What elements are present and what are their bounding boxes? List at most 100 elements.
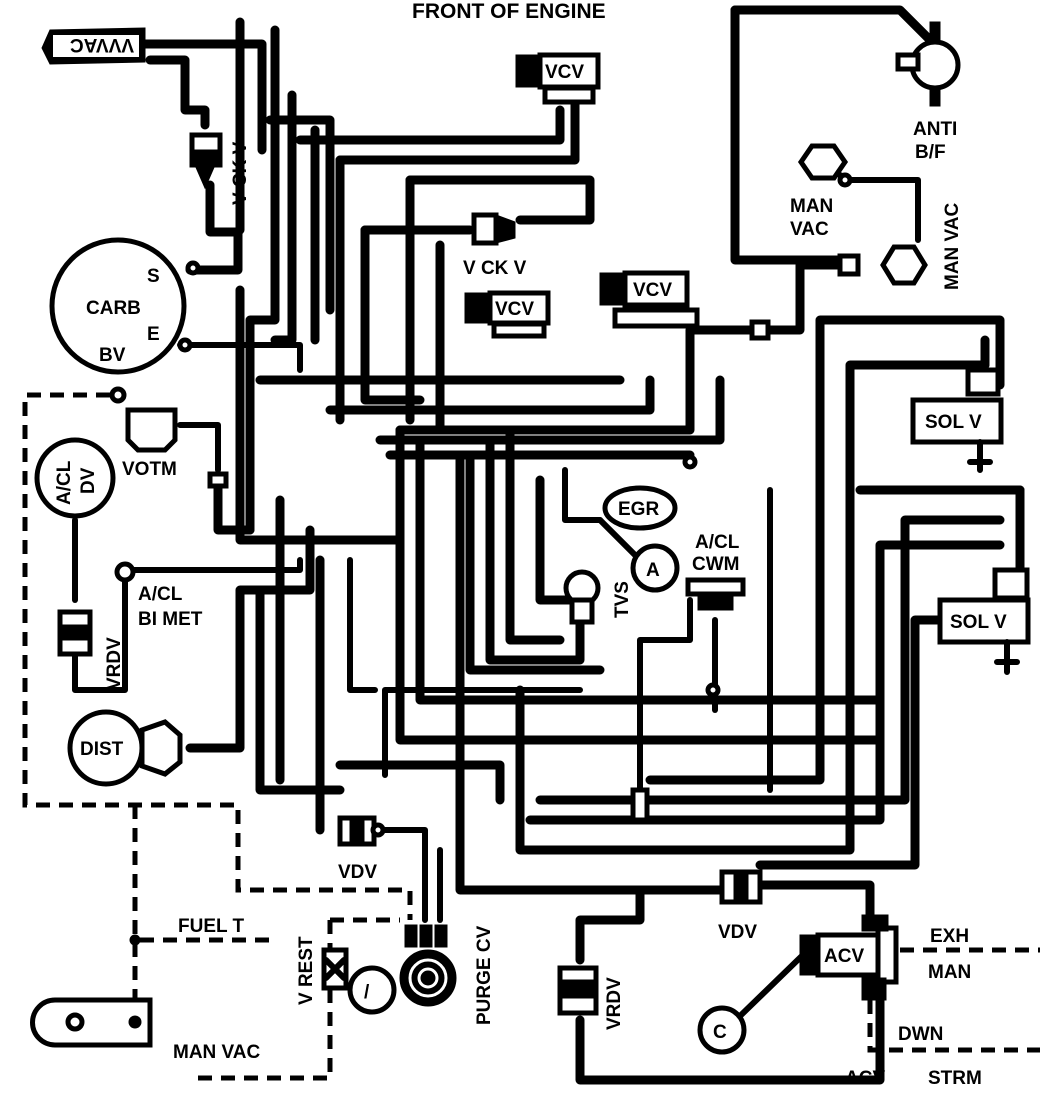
sol-v-1-label: SOL V [925,412,982,433]
connector-f-glyph: / [364,982,370,1003]
manifold-vacuum-port-1[interactable]: MAN VAC [790,143,849,240]
carb-s-port: S [147,266,160,287]
hose-tvs-a [535,475,575,605]
egr-label: EGR [618,499,659,520]
distributor[interactable]: DIST [67,709,183,787]
fuel-t-label: FUEL T [178,916,245,937]
hose-vert-260 [255,585,345,795]
hose-tvs-b [485,435,585,665]
air-control-valve[interactable]: ACV [799,914,899,1001]
hose-bottom-to-vdv [455,455,725,895]
vcv-mid-label: VCV [495,299,534,320]
hose-votm [177,422,221,473]
vcv-top[interactable]: VCV [515,52,601,105]
vcv-mid[interactable]: VCV [464,290,551,339]
vckv-top-label: V CK V [230,141,251,205]
hose-upper-vert-b [245,25,280,535]
acl-cwm-label-1: A/CL [695,532,740,553]
vckv-mid-label: V CK V [463,258,527,279]
manifold-vacuum-sensor-bottom[interactable]: MAN VAC [30,997,261,1063]
carburetor[interactable]: CARB S E BV [49,237,187,404]
hose-vdv-acv [755,880,875,920]
hose-mid-h2 [325,375,655,415]
manifold-vacuum-port-2[interactable]: MAN VAC [837,202,963,290]
anti-backfire-valve[interactable]: ANTI B/F [895,21,961,163]
acl-bimetal-sensor[interactable]: A/CL BI MET [114,561,203,630]
anti-bf-label-2: B/F [915,142,946,163]
v-rest-label: V REST [296,936,317,1005]
junctions [177,172,853,838]
vcv-right[interactable]: VCV [599,270,700,329]
elec-dwn-strm [867,1000,1040,1053]
acl-cwm-label-2: CWM [692,554,739,575]
vvvac-label: VVVAC [70,34,134,55]
hose-bottom-loop-b [415,435,885,705]
vrdv-right-label: VRDV [604,977,625,1030]
hose-antibf-top [730,5,935,45]
connector-f: / [347,965,397,1015]
hose-right-loop-3 [535,515,1005,805]
vacuum-hoses [72,5,1025,1085]
votm-valve[interactable]: VOTM [122,407,178,480]
vdv-right-label: VDV [718,922,757,943]
vacuum-restrictor[interactable]: V REST [296,936,349,1005]
hose-vert-365 [360,225,425,405]
acl-bimet-label-2: BI MET [138,609,203,630]
acv-box-label: ACV [824,946,864,967]
hose-vert-350 [347,557,378,693]
hose-tvs-c [505,425,565,645]
man-vac-2-label: MAN VAC [942,202,963,290]
hose-right-loop-2 [515,360,990,855]
acl-dv[interactable]: A/CL DV [34,437,116,519]
diagram-title: FRONT OF ENGINE [412,0,606,23]
acv-bottom-label: ACV [845,1068,885,1089]
vrdv-left[interactable]: VRDV [57,609,125,690]
hose-trunk-3 [405,175,595,225]
acl-bimet-label-1: A/CL [138,584,183,605]
hose-bimet [127,557,303,573]
man-vac-1-label-b: VAC [790,219,829,240]
hose-tvs-d [465,455,605,675]
solenoid-valve-2[interactable]: SOL V [937,567,1031,675]
carb-bv-port: BV [99,345,126,366]
connector-a: A [630,543,680,593]
v-check-valve-mid[interactable]: V CK V [463,212,527,279]
acl-cwm[interactable]: A/CL CWM [685,532,746,611]
v-check-valve-top[interactable]: V CK V [189,132,251,205]
tvs-switch[interactable]: TVS [563,569,633,625]
connector-c: C [697,947,811,1055]
hose-manvac-link [847,177,921,243]
hose-votm-down [213,475,255,535]
hose-bottom-loop-a [395,425,885,745]
acl-dv-label-1: A/CL [54,460,75,505]
hose-trunk-1 [295,105,565,145]
purge-control-valve[interactable]: PURGE CV [399,924,495,1025]
carb-e-port: E [147,324,160,345]
hose-vvvac-main [140,39,267,155]
hose-upper-cross [265,115,335,315]
vvvac-valve[interactable]: VVVAC [41,27,146,65]
hose-vdv-purge [377,827,428,923]
hose-egr [562,467,603,523]
carb-label: CARB [86,298,141,319]
hose-bimet-vrdv [72,577,128,693]
hose-vvvac-vckv [145,55,210,130]
vrdv-left-label: VRDV [104,637,125,690]
vcv-top-label: VCV [545,62,584,83]
hose-vcv-manvac [755,260,845,335]
vrdv-right[interactable]: VRDV [557,965,625,1030]
vdv-right[interactable]: VDV [718,869,763,943]
c-marker-label: C [713,1022,727,1043]
strm-label: STRM [928,1068,982,1089]
tvs-label: TVS [612,581,633,618]
egr-valve[interactable]: EGR [602,485,678,531]
hose-vdv-left-top [335,760,505,805]
hose-solv2-vdv [755,615,945,870]
man-vac-1-label-a: MAN [790,196,833,217]
anti-bf-label-1: ANTI [913,119,957,140]
exh-label: EXH [930,926,969,947]
solenoid-valve-1[interactable]: SOL V [910,367,1004,473]
hose-dist [185,525,315,753]
